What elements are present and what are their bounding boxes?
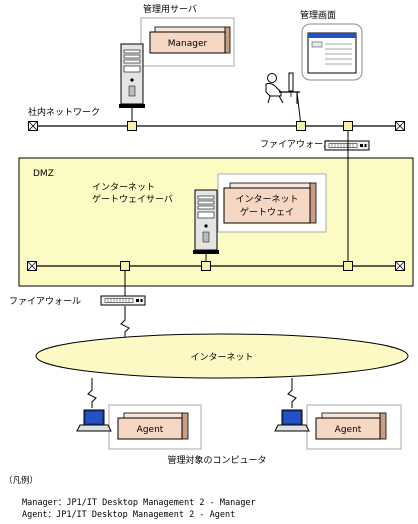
- admin-window-panel: [311, 41, 323, 48]
- gateway-box: [223, 187, 311, 224]
- agent-box-left-label: Agent: [137, 425, 164, 435]
- gateway-server-label-2: ゲートウェイサーバ: [92, 193, 173, 205]
- gateway-box-side: [309, 182, 317, 224]
- internet-link-zigzag: [120, 306, 130, 340]
- mgmt-server-icon: [118, 43, 146, 109]
- admin-window: [307, 32, 357, 74]
- mgmt-server-label: 管理用サーバ: [143, 3, 197, 15]
- legend-line-manager: Manager：JP1/IT Desktop Management 2 - Ma…: [22, 498, 256, 508]
- internal-net-end-left: [28, 121, 38, 131]
- agent-box-right-side: [379, 412, 387, 440]
- agent-box-left-side: [181, 412, 189, 440]
- dmz-net-end-right: [395, 261, 405, 271]
- admin-screen-label: 管理画面: [300, 9, 336, 21]
- node-bottom-firewall: [120, 261, 130, 271]
- gateway-box-top: [229, 182, 311, 189]
- node-gateway: [201, 261, 211, 271]
- laptop-icon-right: [274, 409, 310, 432]
- gateway-box-label-1: インターネット: [235, 194, 298, 205]
- node-admin: [296, 121, 306, 131]
- firewall-top-icon: [324, 140, 370, 151]
- legend-line-agent: Agent：JP1/IT Desktop Management 2 - Agen…: [22, 510, 236, 520]
- agent-box-right-label: Agent: [335, 425, 362, 435]
- dmz-net-end-left: [27, 261, 37, 271]
- agent-box-right: [315, 417, 381, 440]
- gateway-box-label-2: ゲートウェイ: [240, 206, 294, 218]
- internal-network-label: 社内ネットワーク: [28, 106, 100, 118]
- node-top-firewall-dmz: [343, 261, 353, 271]
- admin-window-titlebar: [308, 33, 356, 38]
- admin-user-icon: [265, 72, 300, 104]
- firewall-bottom-label: ファイアウォール: [9, 296, 81, 307]
- internet-ellipse: [35, 333, 409, 379]
- admin-connector: [296, 91, 302, 127]
- firewall-bottom-icon: [100, 295, 146, 306]
- manager-box-top: [154, 26, 226, 33]
- node-firewall-top: [343, 121, 353, 131]
- gateway-server-label-1: インターネット: [92, 182, 155, 193]
- internal-net-end-right: [395, 121, 405, 131]
- manager-box-label: Manager: [168, 39, 208, 49]
- manager-box: [149, 31, 226, 54]
- agent-link-left: [87, 378, 97, 408]
- agent-link-right: [287, 378, 297, 408]
- agent-box-right-top: [321, 412, 381, 419]
- manager-box-side: [224, 26, 231, 54]
- dmz-label: DMZ: [33, 169, 54, 179]
- managed-pc-label: 管理対象のコンピュータ: [167, 454, 266, 466]
- legend-title: （凡例）: [4, 476, 39, 486]
- agent-box-left-top: [123, 412, 183, 419]
- firewall-top-label: ファイアウォール: [260, 139, 332, 150]
- internet-label: インターネット: [190, 352, 253, 363]
- gateway-server-icon: [192, 189, 220, 255]
- laptop-icon-left: [76, 409, 112, 432]
- node-mgmt-server: [127, 121, 137, 131]
- agent-box-left: [117, 417, 183, 440]
